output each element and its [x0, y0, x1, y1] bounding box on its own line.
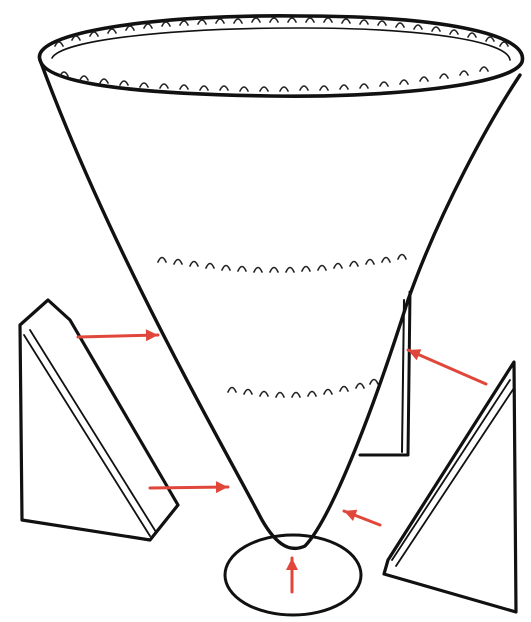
wedge-support-right: [384, 362, 516, 612]
cone: [39, 16, 522, 549]
arrow-left-lower: [150, 481, 228, 493]
arrow-bottom-up-head: [286, 558, 298, 570]
force-arrows: [78, 329, 486, 592]
seam-band-upper: [158, 255, 406, 273]
seam-band-lower: [228, 380, 378, 398]
arrow-left-lower-head: [216, 481, 228, 493]
arrow-bottom-up: [286, 558, 298, 592]
arrow-left-upper: [78, 329, 158, 341]
arrow-left-upper-head: [146, 329, 158, 341]
arrow-right-upper: [408, 349, 486, 384]
arrow-right-lower: [344, 510, 380, 525]
